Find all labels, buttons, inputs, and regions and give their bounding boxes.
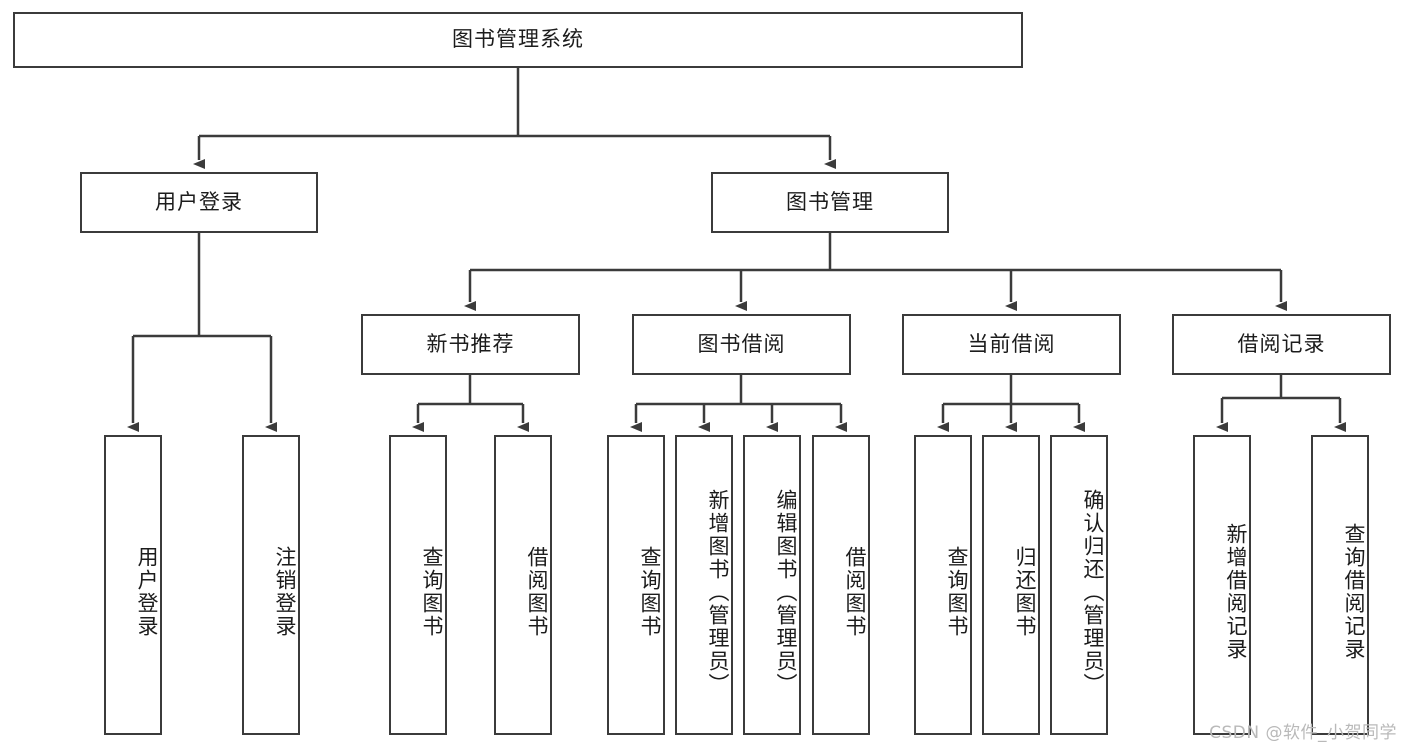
node-label: 图书管理 <box>786 189 874 214</box>
node-label: 归还图书 <box>1013 546 1037 638</box>
leaf-user-login-login[interactable]: 用户登录 <box>104 435 162 735</box>
node-book-borrow[interactable]: 图书借阅 <box>632 314 851 375</box>
node-root-book-management-system[interactable]: 图书管理系统 <box>13 12 1023 68</box>
leaf-book-borrow-add[interactable]: 新增图书（管理员） <box>675 435 733 735</box>
node-label: 借阅记录 <box>1237 331 1326 356</box>
node-label: 查询图书 <box>638 546 662 638</box>
node-book-management[interactable]: 图书管理 <box>711 172 949 233</box>
node-label: 确认归还（管理员） <box>1081 488 1105 696</box>
leaf-current-borrow-confirm-return[interactable]: 确认归还（管理员） <box>1050 435 1108 735</box>
node-label: 图书借阅 <box>697 331 786 356</box>
node-new-book-recommend[interactable]: 新书推荐 <box>361 314 580 375</box>
node-current-borrow[interactable]: 当前借阅 <box>902 314 1121 375</box>
node-user-login[interactable]: 用户登录 <box>80 172 318 233</box>
leaf-new-book-borrow[interactable]: 借阅图书 <box>494 435 552 735</box>
leaf-user-login-logout[interactable]: 注销登录 <box>242 435 300 735</box>
node-label: 借阅图书 <box>525 546 549 638</box>
node-label: 新增借阅记录 <box>1224 523 1248 661</box>
node-label: 用户登录 <box>155 189 243 214</box>
leaf-borrow-record-query[interactable]: 查询借阅记录 <box>1311 435 1369 735</box>
node-borrow-record[interactable]: 借阅记录 <box>1172 314 1391 375</box>
node-label: 借阅图书 <box>843 546 867 638</box>
node-label: 注销登录 <box>273 546 297 638</box>
node-label: 用户登录 <box>135 546 159 638</box>
node-label: 图书管理系统 <box>452 27 584 52</box>
leaf-current-borrow-query[interactable]: 查询图书 <box>914 435 972 735</box>
node-label: 当前借阅 <box>967 331 1056 356</box>
leaf-current-borrow-return[interactable]: 归还图书 <box>982 435 1040 735</box>
leaf-book-borrow-query[interactable]: 查询图书 <box>607 435 665 735</box>
node-label: 查询图书 <box>420 546 444 638</box>
node-label: 新书推荐 <box>426 331 515 356</box>
leaf-book-borrow-edit[interactable]: 编辑图书（管理员） <box>743 435 801 735</box>
leaf-borrow-record-add[interactable]: 新增借阅记录 <box>1193 435 1251 735</box>
csdn-watermark: CSDN @软件_小贺同学 <box>1209 723 1397 743</box>
node-label: 编辑图书（管理员） <box>774 488 798 696</box>
leaf-book-borrow-borrow[interactable]: 借阅图书 <box>812 435 870 735</box>
node-label: 查询图书 <box>945 546 969 638</box>
leaf-new-book-query[interactable]: 查询图书 <box>389 435 447 735</box>
node-label: 新增图书（管理员） <box>706 488 730 696</box>
node-label: 查询借阅记录 <box>1342 523 1366 661</box>
